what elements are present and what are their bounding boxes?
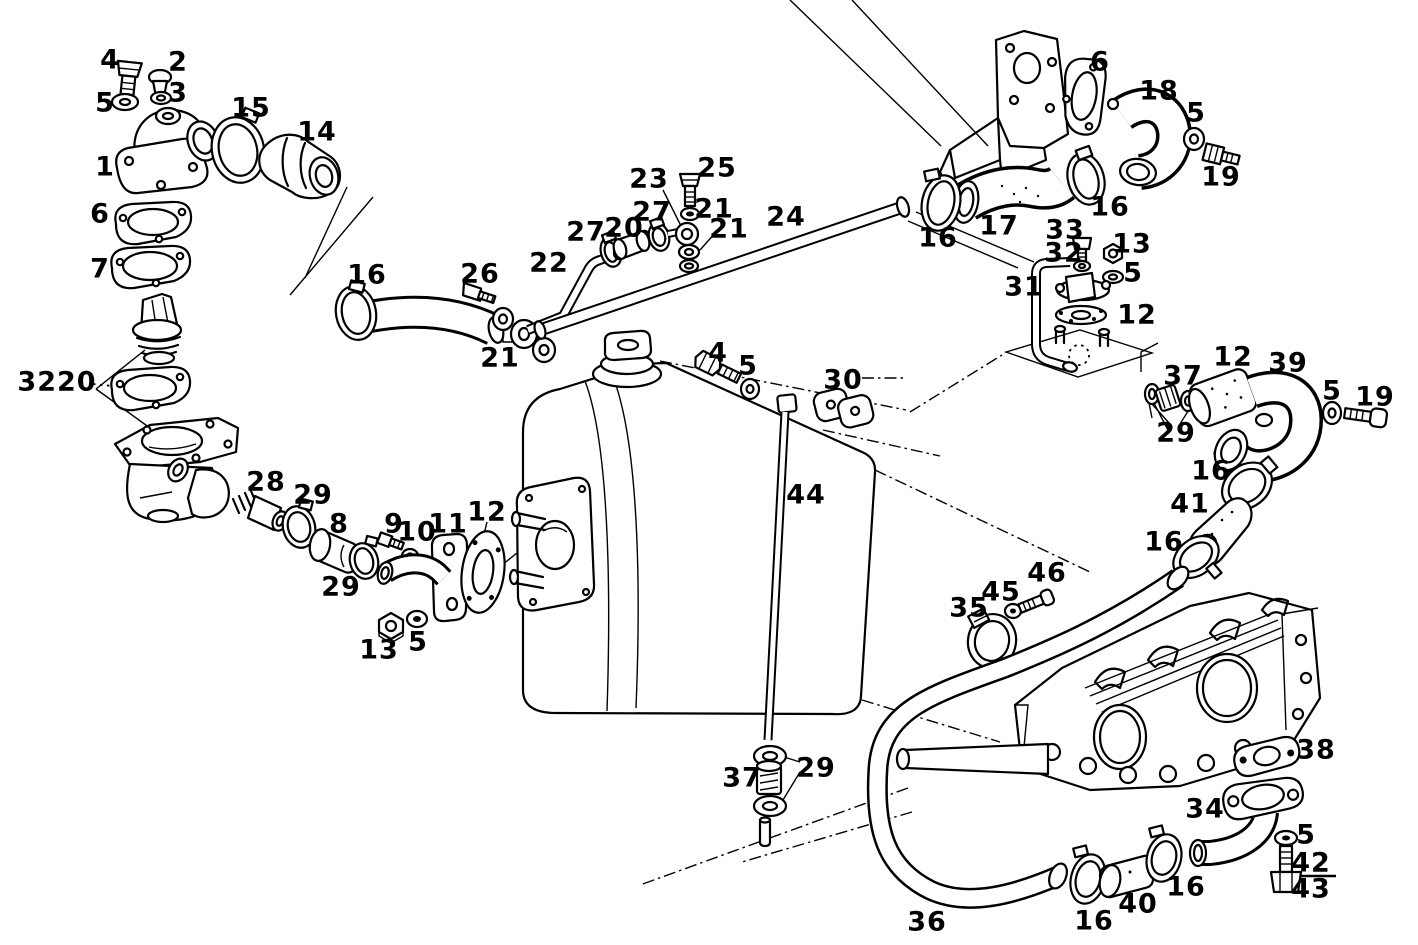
part-21-washer-b-drawing (679, 206, 701, 222)
part-6-gasket-right-drawing (1062, 57, 1107, 136)
part-11-elbow-drawing (376, 532, 469, 623)
part-26-bolt-drawing (462, 281, 497, 305)
part-32-washer-drawing (1072, 259, 1092, 273)
part-5-washer-sender-drawing (1101, 269, 1125, 285)
part-29-clamp-b-drawing (348, 534, 380, 580)
part-46-bolt-drawing (1017, 588, 1056, 614)
part-25-bolt-drawing (678, 172, 702, 208)
part-31-tube-drawing (1031, 257, 1078, 373)
part-35-clamp-drawing (966, 607, 1018, 670)
water-pump-housing-drawing (113, 416, 240, 524)
part-6-gasket-drawing (114, 200, 193, 246)
sender-fitting-drawing (1054, 271, 1112, 304)
part-5-washer-drawing (110, 92, 140, 112)
part-29-clamp-a-drawing (281, 497, 317, 549)
part-20-hose-drawing (612, 229, 651, 261)
part-4-bolt-tank-drawing (694, 349, 743, 384)
part-19-bolt-right-drawing (1201, 142, 1241, 166)
lower-radiator-hose-drawing (358, 295, 505, 345)
part-16-clamp-hose17-right-drawing (1066, 144, 1106, 206)
mount-plate-drawing (1003, 324, 1155, 378)
part-36-pipe-drawing (866, 565, 1190, 909)
part-9-bolt-drawing (376, 531, 405, 551)
part-17-hose-drawing (952, 165, 1076, 224)
part-5-washer-11-drawing (405, 609, 429, 629)
part-16-clamp-40-left-drawing (1069, 844, 1107, 905)
expansion-tank-drawing (508, 329, 877, 716)
part-16-clamp-40-right-drawing (1145, 824, 1183, 883)
part-42-43-bolt-drawing (1269, 844, 1303, 894)
part-16-clamp-left-drawing (334, 279, 378, 341)
part-38-gasket-drawing (1233, 735, 1301, 778)
part-22-pipe-drawing (526, 253, 608, 335)
part-3220-gasket-drawing (110, 365, 192, 412)
part-27-clamp-b-drawing (647, 216, 671, 252)
part-5-washer-drain-drawing (1273, 829, 1299, 847)
part-34-elbow-pipe-drawing (1188, 776, 1304, 868)
thermostat-drawing (131, 292, 183, 366)
part-5-washer-tank-drawing (739, 377, 761, 401)
part-13-nut-right-drawing (1102, 242, 1124, 265)
part-12-gasket-tank-drawing (460, 530, 506, 614)
part-21-washers-left-drawing (491, 306, 557, 364)
part-1-thermostat-cover-drawing (115, 106, 220, 195)
part-16-clamp-hose17-left-drawing (920, 167, 962, 232)
part-24-tube-drawing (533, 196, 911, 340)
part-39-elbow-hose-drawing (1213, 370, 1324, 484)
part-37-small-parts-drawing (1143, 382, 1197, 413)
part-15-clamp-drawing (210, 106, 266, 184)
part-40-hose-drawing (1098, 854, 1155, 899)
part-5-washer-right-drawing (1182, 126, 1206, 152)
part-7-gasket-drawing (110, 244, 192, 290)
part-14-hose-drawing (258, 133, 342, 200)
engine-bracket-drawing (938, 29, 1070, 198)
part-33-bolt-drawing (1071, 236, 1093, 263)
part-30-bracket-drawing (812, 387, 875, 429)
part-13-nut-drawing (377, 611, 405, 644)
part-19-bolt-39-drawing (1342, 407, 1389, 429)
part-37-sleeve-stack-drawing (752, 744, 788, 848)
part-12-gasket-sender-drawing (1054, 304, 1108, 326)
part-3-washer-drawing (149, 90, 173, 106)
part-44-rod-drawing (763, 393, 798, 741)
part-18-elbow-drawing (1106, 87, 1192, 190)
part-21-washer-c-drawing (677, 243, 701, 274)
part-23-union-drawing (667, 221, 700, 247)
part-5-washer-39-drawing (1321, 400, 1343, 426)
